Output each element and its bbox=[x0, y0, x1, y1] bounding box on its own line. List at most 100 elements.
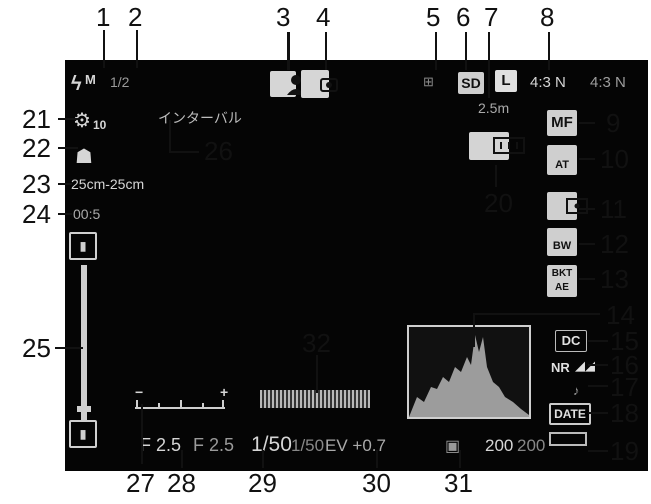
callout-29: 29 bbox=[248, 468, 277, 498]
leader-line-30 bbox=[376, 450, 378, 468]
dynamic-range-icon: DC bbox=[555, 330, 587, 352]
leader-line-24 bbox=[58, 213, 72, 215]
leader-line-16 bbox=[588, 364, 608, 366]
auto-tracking-icon: AT bbox=[547, 145, 577, 175]
callout-27: 27 bbox=[126, 468, 155, 498]
iso-value: 200 bbox=[485, 436, 514, 455]
callout-5: 5 bbox=[426, 2, 441, 32]
date-stamp-icon: DATE bbox=[549, 403, 591, 425]
callout-32: 32 bbox=[302, 328, 331, 358]
leader-line-10 bbox=[579, 158, 595, 160]
callout-15: 15 bbox=[610, 326, 639, 356]
image-size-icon: L bbox=[495, 70, 517, 92]
mode-text: インターバル bbox=[158, 110, 242, 126]
callout-6: 6 bbox=[456, 2, 471, 32]
leader-line-7 bbox=[488, 32, 490, 98]
callout-25: 25 bbox=[22, 333, 51, 363]
leader-line-25 bbox=[55, 347, 83, 349]
callout-9: 9 bbox=[606, 108, 621, 138]
manual-focus-icon: MF bbox=[547, 110, 577, 136]
callout-22: 22 bbox=[22, 133, 51, 163]
callout-31: 31 bbox=[444, 468, 473, 498]
callout-20: 20 bbox=[484, 188, 513, 218]
callout-2: 2 bbox=[128, 2, 143, 32]
callout-3: 3 bbox=[276, 2, 291, 32]
leader-line-11 bbox=[579, 208, 595, 210]
flash-count: 1/2 bbox=[110, 74, 130, 90]
callout-13: 13 bbox=[600, 264, 629, 294]
person-icon bbox=[270, 71, 305, 97]
focus-frame-icon bbox=[469, 132, 525, 160]
flash-icon: ϟ bbox=[71, 73, 82, 95]
callout-8: 8 bbox=[540, 2, 555, 32]
self-timer-value: 10 bbox=[93, 118, 107, 132]
callout-10: 10 bbox=[600, 144, 629, 174]
shutter-speed: 1/50 bbox=[251, 433, 292, 456]
leader-line-27 bbox=[141, 404, 143, 464]
camera-mode-icon bbox=[301, 70, 338, 98]
zoom-bar-level bbox=[77, 406, 91, 412]
zoom-wide-icon: ▮ bbox=[69, 232, 97, 260]
audio-icon: ♪ bbox=[573, 383, 580, 398]
sd-card-icon: SD bbox=[458, 72, 484, 94]
bracket-bottom-label: AE bbox=[555, 282, 569, 293]
callout-1: 1 bbox=[96, 2, 111, 32]
scene-icon: ☗ bbox=[75, 146, 93, 168]
leader-line-26-v bbox=[169, 120, 171, 152]
exposure-plus-icon: + bbox=[220, 384, 229, 400]
level-bar bbox=[260, 390, 370, 408]
bracket-icon: BKT AE bbox=[547, 265, 577, 297]
callout-12: 12 bbox=[600, 229, 629, 259]
leader-line-31 bbox=[459, 450, 461, 468]
aperture-value-2: F 2.5 bbox=[193, 435, 235, 455]
callout-7: 7 bbox=[484, 2, 499, 32]
leader-line-32 bbox=[316, 355, 318, 393]
aspect-ratio-text: 4:3 N bbox=[530, 74, 566, 91]
leader-line-9 bbox=[579, 122, 595, 124]
callout-23: 23 bbox=[22, 169, 51, 199]
leader-line-26-h bbox=[169, 151, 199, 153]
callout-11: 11 bbox=[600, 194, 627, 224]
histogram-graph bbox=[409, 335, 529, 417]
leader-line-21 bbox=[58, 118, 78, 120]
macro-range: 25cm-25cm bbox=[71, 176, 145, 192]
leader-line-14-h bbox=[473, 313, 600, 315]
callout-14: 14 bbox=[606, 300, 635, 330]
exposure-meter bbox=[135, 400, 225, 409]
leader-line-8 bbox=[548, 32, 550, 70]
bracket-top-label: BKT bbox=[551, 268, 573, 279]
leader-line-4 bbox=[325, 32, 327, 70]
iso-icon: ▣ bbox=[445, 438, 461, 455]
callout-4: 4 bbox=[316, 2, 331, 32]
leader-line-14 bbox=[473, 313, 475, 347]
callout-24: 24 bbox=[22, 199, 51, 229]
callout-21: 21 bbox=[22, 104, 51, 134]
leader-line-19 bbox=[588, 450, 608, 452]
camera-screen: ϟ M 1/2 ⊞ SD L 4:3 N 4:3 N 2.5m ⚙ 10 インタ… bbox=[65, 60, 648, 471]
zoom-bar bbox=[81, 265, 87, 420]
flash-mode-icon: M bbox=[85, 72, 96, 87]
focus-distance: 2.5m bbox=[478, 100, 510, 116]
leader-line-2 bbox=[136, 30, 138, 68]
exposure-minus-icon: − bbox=[135, 384, 144, 400]
leader-line-6 bbox=[465, 32, 467, 70]
interval-value: 00:5 bbox=[73, 206, 101, 222]
callout-28: 28 bbox=[167, 468, 196, 498]
leader-line-15 bbox=[588, 340, 608, 342]
leader-line-18 bbox=[588, 412, 608, 414]
leader-line-29 bbox=[262, 450, 264, 468]
exposure-compensation: EV +0.7 bbox=[325, 436, 386, 455]
leader-line-28 bbox=[181, 450, 183, 468]
shutter-speed-2: 1/50 bbox=[291, 436, 325, 455]
color-mode-icon: BW bbox=[547, 228, 577, 256]
noise-reduction-icon: ◢◢ bbox=[575, 358, 595, 373]
callout-17: 17 bbox=[610, 372, 639, 402]
leader-line-5 bbox=[435, 32, 437, 70]
leader-line-23 bbox=[58, 183, 72, 185]
shots-remaining-icon: ⊞ bbox=[423, 74, 434, 89]
histogram bbox=[407, 325, 531, 419]
battery-icon bbox=[549, 432, 587, 446]
leader-line-13 bbox=[579, 278, 595, 280]
callout-18: 18 bbox=[610, 398, 639, 428]
zoom-tele-icon: ▮ bbox=[69, 420, 97, 448]
